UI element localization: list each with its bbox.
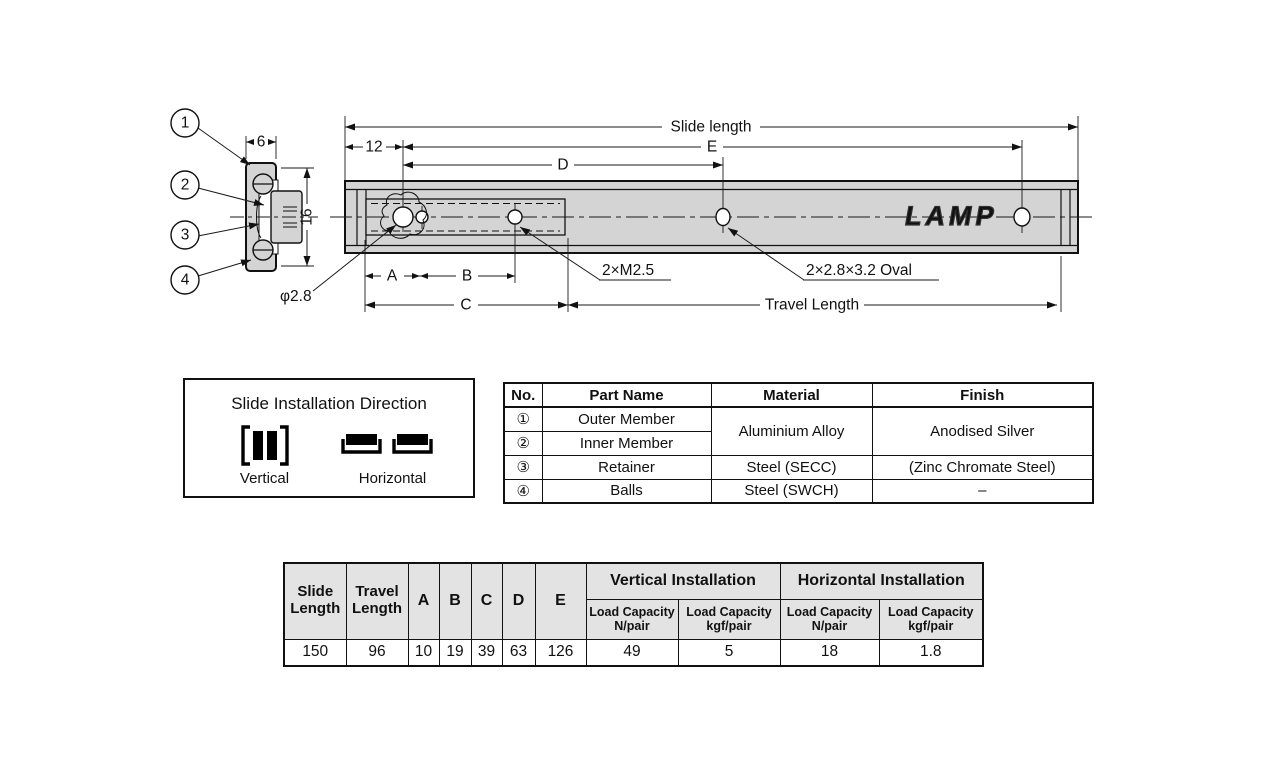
horizontal-installation-icon bbox=[341, 434, 433, 454]
dim-label-12: 12 bbox=[365, 139, 382, 156]
label-screw-holes: 2×M2.5 bbox=[602, 262, 654, 279]
part-name-retainer: Retainer bbox=[541, 454, 712, 480]
finish-retainer: (Zinc Chromate Steel) bbox=[871, 454, 1094, 480]
table-row: ④ Balls Steel (SWCH) – bbox=[503, 478, 1094, 504]
spec-value-vertical-n: 49 bbox=[585, 638, 679, 667]
spec-header-vertical-installation: Vertical Installation bbox=[585, 562, 781, 600]
label-phi-hole: φ2.8 bbox=[280, 288, 312, 305]
table-row: ① Outer Member Aluminium Alloy Anodised … bbox=[503, 406, 1094, 456]
spec-header-row-1: Slide Length Travel Length A B C D E Ver… bbox=[283, 562, 984, 640]
spec-header-horizontal-n: Load Capacity N/pair bbox=[779, 598, 880, 640]
material-aluminium: Aluminium Alloy bbox=[710, 406, 873, 456]
horizontal-label: Horizontal bbox=[358, 470, 427, 487]
parts-header-no: No. bbox=[503, 382, 543, 408]
spec-value-horizontal-n: 18 bbox=[779, 638, 880, 667]
finish-anodised: Anodised Silver bbox=[871, 406, 1094, 456]
dim-label-height: 16 bbox=[299, 208, 316, 225]
part-name-outer-member: Outer Member bbox=[541, 406, 712, 432]
spec-value-vertical-kgf: 5 bbox=[677, 638, 781, 667]
spec-header-horizontal-kgf: Load Capacity kgf/pair bbox=[878, 598, 984, 640]
dim-label-c: C bbox=[460, 297, 471, 314]
hole-breakout-outline bbox=[380, 191, 427, 239]
dim-label-d: D bbox=[557, 157, 568, 174]
dim-label-travel-length: Travel Length bbox=[765, 297, 859, 314]
finish-balls: – bbox=[871, 478, 1094, 504]
label-oval-holes: 2×2.8×3.2 Oval bbox=[806, 262, 912, 279]
spec-value-c: 39 bbox=[470, 638, 503, 667]
leader-labels: φ2.8 2×M2.5 2×2.8×3.2 Oval bbox=[280, 224, 939, 305]
dim-label-width: 6 bbox=[257, 134, 266, 151]
installation-direction-title: Slide Installation Direction bbox=[231, 394, 427, 413]
vertical-label: Vertical bbox=[239, 470, 290, 487]
spec-header-a: A bbox=[407, 562, 440, 640]
spec-header-b: B bbox=[438, 562, 472, 640]
callout-2: 2 bbox=[181, 177, 190, 194]
parts-header-part-name: Part Name bbox=[541, 382, 712, 408]
part-name-balls: Balls bbox=[541, 478, 712, 504]
oval-hole bbox=[715, 207, 731, 227]
callout-4: 4 bbox=[181, 272, 190, 289]
parts-header-row: No. Part Name Material Finish bbox=[503, 382, 1094, 408]
dim-label-a: A bbox=[387, 268, 398, 285]
spec-data-row: 150 96 10 19 39 63 126 49 5 18 1.8 bbox=[283, 638, 984, 667]
spec-value-d: 63 bbox=[501, 638, 536, 667]
material-retainer: Steel (SECC) bbox=[710, 454, 873, 480]
screw-hole-2 bbox=[507, 209, 523, 225]
dim-label-slide-length: Slide length bbox=[670, 119, 751, 136]
part-no-1: ① bbox=[503, 406, 543, 432]
part-no-4: ④ bbox=[503, 478, 543, 504]
callout-1: 1 bbox=[181, 115, 190, 132]
dim-label-b: B bbox=[462, 268, 472, 285]
screw-hole-1 bbox=[415, 210, 429, 224]
callout-3: 3 bbox=[181, 227, 190, 244]
lamp-logo: LAMP bbox=[903, 200, 1001, 231]
phi-hole bbox=[392, 206, 414, 228]
part-name-inner-member: Inner Member bbox=[541, 430, 712, 456]
parts-table: No. Part Name Material Finish ① Outer Me… bbox=[503, 382, 1094, 504]
spec-header-e: E bbox=[534, 562, 587, 640]
spec-value-a: 10 bbox=[407, 638, 440, 667]
spec-header-row-2: Load Capacity N/pair Load Capacity kgf/p… bbox=[284, 598, 984, 640]
spec-value-e: 126 bbox=[534, 638, 587, 667]
spec-table: Slide Length Travel Length A B C D E Ver… bbox=[283, 562, 985, 667]
table-row: ③ Retainer Steel (SECC) (Zinc Chromate S… bbox=[503, 454, 1094, 480]
part-callouts: 1 2 3 4 bbox=[170, 108, 265, 295]
end-hole bbox=[1013, 207, 1031, 227]
parts-header-finish: Finish bbox=[871, 382, 1094, 408]
spec-header-c: C bbox=[470, 562, 503, 640]
spec-header-d: D bbox=[501, 562, 536, 640]
spec-header-vertical-kgf: Load Capacity kgf/pair bbox=[677, 598, 781, 640]
parts-header-material: Material bbox=[710, 382, 873, 408]
dim-label-e: E bbox=[707, 139, 717, 156]
material-balls: Steel (SWCH) bbox=[710, 478, 873, 504]
spec-header-travel-length: Travel Length bbox=[345, 562, 409, 640]
spec-value-horizontal-kgf: 1.8 bbox=[878, 638, 984, 667]
spec-header-horizontal-installation: Horizontal Installation bbox=[779, 562, 984, 600]
vertical-installation-icon bbox=[241, 425, 289, 466]
spec-value-travel-length: 96 bbox=[345, 638, 409, 667]
cross-section-view: 6 16 bbox=[230, 134, 318, 272]
spec-value-slide-length: 150 bbox=[283, 638, 347, 667]
dimension-lines: Slide length 12 E D A B C bbox=[344, 116, 1079, 314]
spec-header-vertical-n: Load Capacity N/pair bbox=[585, 598, 679, 640]
part-no-3: ③ bbox=[503, 454, 543, 480]
slide-front-view: LAMP bbox=[330, 140, 1093, 283]
installation-direction-box: Slide Installation Direction Vertical Ho… bbox=[183, 378, 475, 498]
spec-header-slide-length: Slide Length bbox=[283, 562, 347, 640]
spec-value-b: 19 bbox=[438, 638, 472, 667]
part-no-2: ② bbox=[503, 430, 543, 456]
